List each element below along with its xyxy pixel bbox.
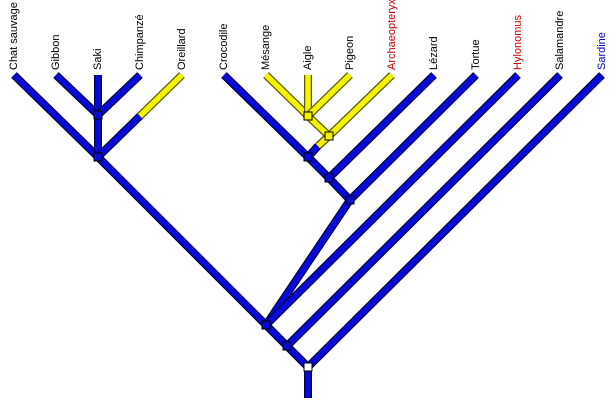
- taxon-label[interactable]: Crocodile: [218, 23, 230, 70]
- branch: [285, 73, 562, 348]
- branch: [306, 73, 352, 118]
- taxon-label[interactable]: Saki: [92, 48, 104, 70]
- branch: [264, 73, 310, 118]
- highlighted-node[interactable]: [303, 111, 313, 121]
- taxon-label[interactable]: Chat sauvage: [8, 2, 20, 70]
- branch: [263, 198, 353, 327]
- root-node[interactable]: [303, 362, 313, 372]
- clade-node[interactable]: [324, 173, 334, 183]
- highlighted-node[interactable]: [324, 131, 334, 141]
- clade-node[interactable]: [93, 152, 103, 162]
- clade-node[interactable]: [282, 341, 292, 351]
- branch: [327, 73, 394, 138]
- taxon-label[interactable]: Mésange: [260, 24, 272, 70]
- clade-node[interactable]: [303, 152, 313, 162]
- taxon-label[interactable]: Pigeon: [344, 35, 356, 70]
- taxon-label[interactable]: Aigle: [302, 45, 314, 70]
- taxon-label[interactable]: Lézard: [428, 36, 440, 70]
- taxon-label[interactable]: Sardine: [596, 32, 608, 70]
- clade-node[interactable]: [345, 195, 355, 205]
- branch: [306, 73, 604, 369]
- branch: [264, 73, 520, 327]
- taxon-label[interactable]: Archaeopteryx: [386, 0, 398, 70]
- branch: [12, 73, 100, 159]
- branch: [222, 73, 310, 159]
- taxon-label[interactable]: Chimpanzé: [134, 14, 146, 70]
- branch: [54, 73, 100, 117]
- taxon-label[interactable]: Hylonomus: [512, 14, 524, 70]
- clade-node[interactable]: [93, 110, 103, 120]
- taxon-label[interactable]: Tortue: [470, 39, 482, 70]
- branch: [96, 114, 142, 159]
- taxon-label[interactable]: Salamandre: [554, 10, 566, 70]
- branch: [96, 73, 142, 117]
- taxon-label[interactable]: Oreillard: [176, 28, 188, 70]
- branch: [348, 73, 478, 202]
- branch: [96, 155, 268, 327]
- branch: [138, 73, 184, 118]
- branch: [327, 73, 436, 180]
- taxon-label[interactable]: Gibbon: [50, 34, 62, 70]
- clade-node[interactable]: [261, 320, 271, 330]
